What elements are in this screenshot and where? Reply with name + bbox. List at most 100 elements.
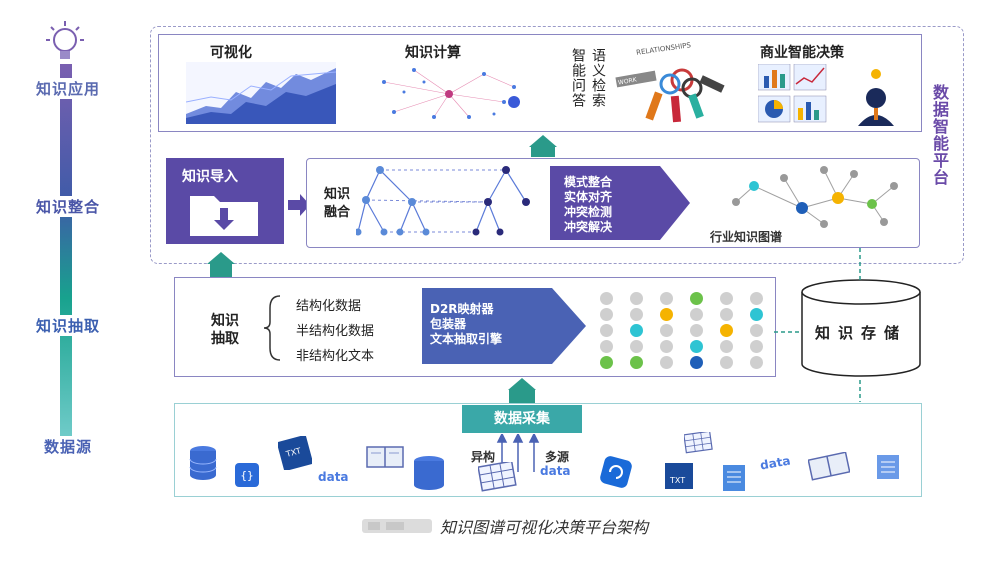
code-file-icon: {}: [235, 463, 259, 487]
entity-dot: [600, 292, 613, 305]
document-icon: [723, 465, 745, 491]
entity-dot: [720, 356, 733, 369]
table-icon: [684, 432, 713, 454]
fusion-step: 模式整合: [564, 175, 613, 189]
entity-dot: [600, 356, 613, 369]
arrow-extraction-to-integration: [210, 264, 232, 277]
knowledge-fusion-label: 知识融合: [324, 187, 351, 220]
fusion-trees-icon: [356, 166, 530, 236]
axis-bar: [60, 64, 72, 454]
txt-label-2: TXT: [670, 476, 686, 485]
entity-dot: [600, 308, 613, 321]
txt-file-icon-2: [665, 463, 693, 489]
entity-dot: [750, 340, 763, 353]
axis-label-integration: 知识整合: [18, 196, 118, 217]
entity-dot: [660, 292, 673, 305]
fusion-step: 冲突检测: [564, 205, 613, 219]
knowledge-computing-graph-icon: [382, 68, 520, 119]
semantic-search-label: 语义检索: [590, 48, 606, 108]
entity-dot: [720, 324, 733, 337]
qa-label: 智能问答: [570, 48, 586, 108]
entity-dot: [660, 324, 673, 337]
extraction-types: 结构化数据 半结构化数据 非结构化文本: [296, 294, 374, 369]
extraction-tools-list: D2R映射器 包装器 文本抽取引擎: [430, 302, 502, 347]
visualization-chart-icon: [186, 62, 336, 124]
fusion-steps-banner: [550, 166, 690, 240]
multi-source-label: 多源: [545, 450, 570, 464]
extraction-type: 结构化数据: [296, 299, 362, 314]
extracted-entities-grid: [594, 290, 774, 374]
entity-dot: [690, 292, 703, 305]
data-collection-box: 数据采集: [462, 405, 582, 433]
entity-dot: [600, 324, 613, 337]
entity-dot: [690, 324, 703, 337]
fusion-step: 实体对齐: [564, 190, 613, 204]
refresh-icon: [600, 456, 632, 488]
entity-dot: [630, 308, 643, 321]
heterogeneous-label: 异构: [471, 450, 496, 464]
entity-dot: [750, 308, 763, 321]
blurred-watermark-logo: [362, 519, 432, 533]
axis-label-application: 知识应用: [18, 78, 118, 99]
arrow-head: [508, 378, 536, 390]
extraction-label: 知识抽取: [211, 313, 239, 347]
arrow-head: [529, 135, 557, 147]
entity-dot: [630, 324, 643, 337]
extraction-type: 非结构化文本: [296, 349, 375, 364]
entity-dot: [600, 340, 613, 353]
bi-title: 商业智能决策: [760, 45, 844, 61]
axis-label-datasource: 数据源: [18, 436, 118, 457]
data-word: data: [318, 470, 349, 484]
entity-dot: [660, 308, 673, 321]
arrow-integration-to-application: [531, 147, 555, 157]
spreadsheet-icon: [478, 462, 517, 492]
extraction-tool: 文本抽取引擎: [430, 332, 503, 346]
bi-dashboard-icon: [758, 64, 894, 126]
database-icon-2: [414, 456, 444, 490]
axis-label-extraction: 知识抽取: [18, 315, 118, 336]
extraction-tools-banner: [422, 288, 586, 364]
book-icon: [366, 446, 404, 468]
storage-dashed-links: [774, 248, 861, 402]
industry-graph-label: 行业知识图谱: [710, 230, 783, 244]
entity-dot: [750, 356, 763, 369]
computing-title: 知识计算: [405, 45, 461, 61]
entity-dot: [630, 292, 643, 305]
entity-dot: [660, 356, 673, 369]
knowledge-storage-label: 知识存储: [814, 324, 907, 342]
industry-graph-icon: [732, 166, 898, 228]
entity-dot: [630, 340, 643, 353]
lightbulb-icon: [46, 21, 84, 59]
entity-dot: [720, 340, 733, 353]
txt-file-icon: [278, 436, 312, 470]
arrow-head: [207, 252, 235, 264]
entity-dot: [660, 340, 673, 353]
extraction-type: 半结构化数据: [296, 324, 375, 339]
knowledge-import-label: 知识导入: [182, 169, 238, 185]
keys-relationships-icon: [615, 68, 725, 123]
entity-dot: [630, 356, 643, 369]
document-icon-2: [877, 455, 899, 479]
book-icon-2: [808, 452, 850, 481]
entity-dot: [750, 292, 763, 305]
fusion-steps-list: 模式整合 实体对齐 冲突检测 冲突解决: [564, 175, 612, 235]
fusion-step: 冲突解决: [564, 220, 613, 234]
entity-dot: [720, 308, 733, 321]
data-word-2: data: [540, 464, 571, 478]
svg-text:{}: {}: [240, 469, 253, 482]
visualization-title: 可视化: [210, 45, 252, 61]
right-arrow-icon: [288, 194, 310, 216]
entity-dot: [750, 324, 763, 337]
knowledge-storage-cylinder: [801, 279, 921, 377]
brace-icon: [263, 295, 281, 361]
platform-side-label: 数据智能平台: [930, 84, 949, 186]
entity-dot: [690, 308, 703, 321]
entity-dot: [690, 340, 703, 353]
folder-import-icon: [190, 196, 258, 236]
entity-dot: [690, 356, 703, 369]
figure-caption: 知识图谱可视化决策平台架构: [440, 518, 649, 537]
arrow-datasource-to-extraction: [509, 390, 535, 404]
entity-dot: [720, 292, 733, 305]
database-icon: [189, 446, 217, 480]
extraction-tool: 包装器: [430, 317, 467, 331]
